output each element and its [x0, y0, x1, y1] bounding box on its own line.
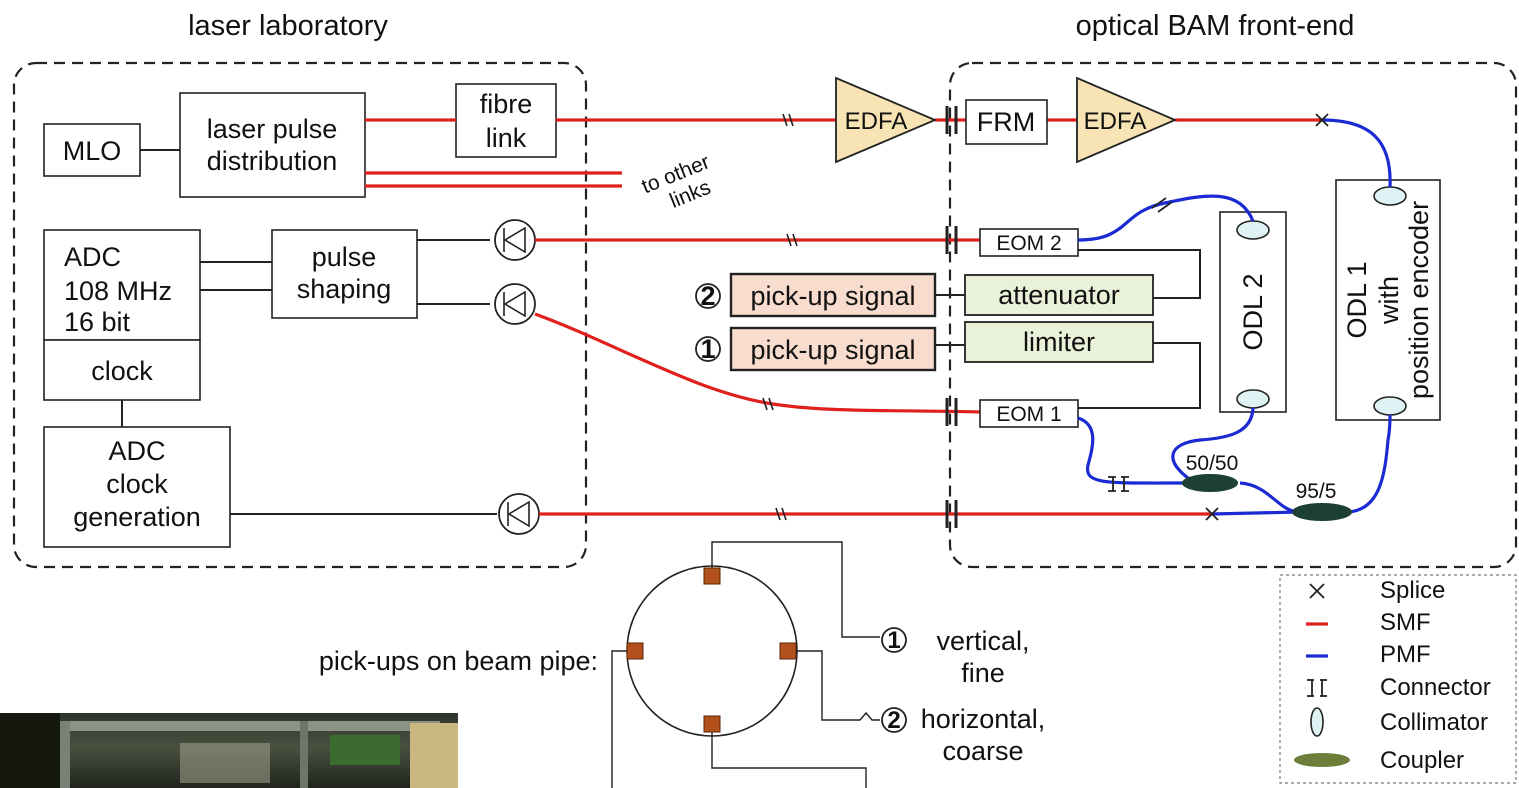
right-section-title: optical BAM front-end	[1076, 10, 1355, 42]
legend-collimator: Collimator	[1380, 709, 1488, 736]
laser-pulse-distribution-box	[179, 92, 366, 198]
pulse-line2: shaping	[297, 274, 392, 304]
adc-line2: 108 MHz	[64, 276, 172, 306]
coupler-50-label: 50/50	[1186, 452, 1239, 475]
bam-frontend-frame	[948, 61, 1518, 569]
odl2-collimator-bottom-icon	[1236, 389, 1270, 409]
photodiode-top-icon	[494, 219, 536, 261]
output2-line1: horizontal,	[921, 704, 1046, 734]
pickup2-label: pick-up signal	[750, 281, 915, 311]
adc-line3: 16 bit	[64, 307, 131, 337]
photo-frame-post	[60, 721, 70, 788]
photo-detail	[330, 735, 400, 765]
adc-clock-generation-box	[43, 426, 231, 548]
legend-pmf: PMF	[1380, 641, 1431, 668]
coupler-95-5	[1292, 503, 1352, 521]
output1-number: 1	[887, 627, 900, 654]
legend-coupler: Coupler	[1380, 747, 1464, 774]
legend-splice-icon	[1309, 583, 1325, 599]
legend-coupler-icon	[1294, 753, 1350, 767]
odl1-line2: with	[1374, 276, 1404, 325]
distribution-line2: distribution	[207, 146, 338, 176]
border-connectors	[945, 106, 958, 528]
clock-label: clock	[91, 356, 153, 386]
legend-box	[1279, 574, 1517, 784]
limiter-label: limiter	[1023, 327, 1095, 357]
odl2-label: ODL 2	[1238, 273, 1268, 350]
pickup1-number: 1	[700, 334, 715, 364]
clock-box	[43, 339, 201, 401]
adc-box	[43, 229, 201, 341]
adc-gen-line1: ADC	[108, 436, 165, 466]
output1-line1: vertical,	[936, 626, 1029, 656]
odl1-line1: ODL 1	[1342, 261, 1372, 338]
beam-pipe	[626, 565, 798, 737]
legend-splice: Splice	[1380, 577, 1445, 604]
photodiode-middle-icon	[494, 283, 536, 325]
edfa-amplifier-2	[1076, 76, 1178, 164]
output1-line2: fine	[961, 658, 1005, 688]
photodiode-bottom-icon	[498, 493, 540, 535]
pickup-bottom	[703, 715, 721, 733]
eom2-box	[979, 228, 1079, 257]
edfa-amplifier-1	[835, 76, 938, 164]
legend-connector-icon	[1307, 679, 1327, 697]
legend-collimator-icon	[1310, 707, 1324, 737]
output2-number: 2	[887, 707, 900, 734]
odl1-collimator-top-icon	[1373, 186, 1407, 206]
pulse-shaping-box	[271, 229, 418, 319]
distribution-line1: laser pulse	[207, 114, 338, 144]
adc-gen-line2: clock	[106, 469, 168, 499]
photo-frame-post	[300, 721, 308, 788]
odl1-box	[1335, 179, 1441, 421]
pickup-right	[779, 642, 797, 660]
pickup-top	[703, 567, 721, 585]
pulse-line1: pulse	[312, 242, 377, 272]
lab-photo	[0, 713, 458, 788]
pickup-signal-2-box	[729, 272, 937, 318]
odl2-box	[1219, 211, 1287, 413]
adc-line1: ADC	[64, 242, 121, 272]
pickups-caption: pick-ups on beam pipe:	[319, 646, 598, 676]
photo-detail	[0, 713, 60, 788]
photo-frame-bar	[60, 721, 440, 731]
attenuator-box	[964, 274, 1154, 316]
frm-label: FRM	[977, 107, 1035, 137]
adc-gen-line3: generation	[73, 502, 201, 532]
coupler-95-label: 95/5	[1296, 480, 1337, 503]
fibre-line1: fibre	[480, 89, 533, 119]
edfa2-label: EDFA	[1084, 108, 1147, 135]
mlo-box	[43, 123, 141, 177]
eom2-label: EOM 2	[996, 232, 1061, 255]
laser-laboratory-frame	[12, 61, 588, 569]
fibre-line2: link	[486, 123, 527, 153]
coupler-50-50	[1182, 474, 1238, 492]
photo-detail	[180, 743, 270, 783]
pickup-signal-1-box	[729, 326, 937, 372]
output2-line2: coarse	[942, 736, 1023, 766]
legend-smf: SMF	[1380, 609, 1431, 636]
attenuator-label: attenuator	[998, 280, 1120, 310]
photo-detail	[410, 723, 458, 788]
edfa1-label: EDFA	[845, 108, 908, 135]
odl1-line3: position encoder	[1404, 201, 1434, 399]
pickup2-number: 2	[700, 281, 715, 311]
left-section-title: laser laboratory	[188, 10, 388, 42]
odl1-collimator-bottom-icon	[1373, 396, 1407, 416]
pickup-left	[626, 642, 644, 660]
mlo-label: MLO	[63, 136, 122, 166]
odl2-collimator-top-icon	[1236, 220, 1270, 240]
eom1-box	[979, 399, 1079, 428]
legend-connector: Connector	[1380, 674, 1491, 701]
eom1-label: EOM 1	[996, 403, 1061, 426]
frm-box	[965, 99, 1048, 145]
pickup1-label: pick-up signal	[750, 335, 915, 365]
